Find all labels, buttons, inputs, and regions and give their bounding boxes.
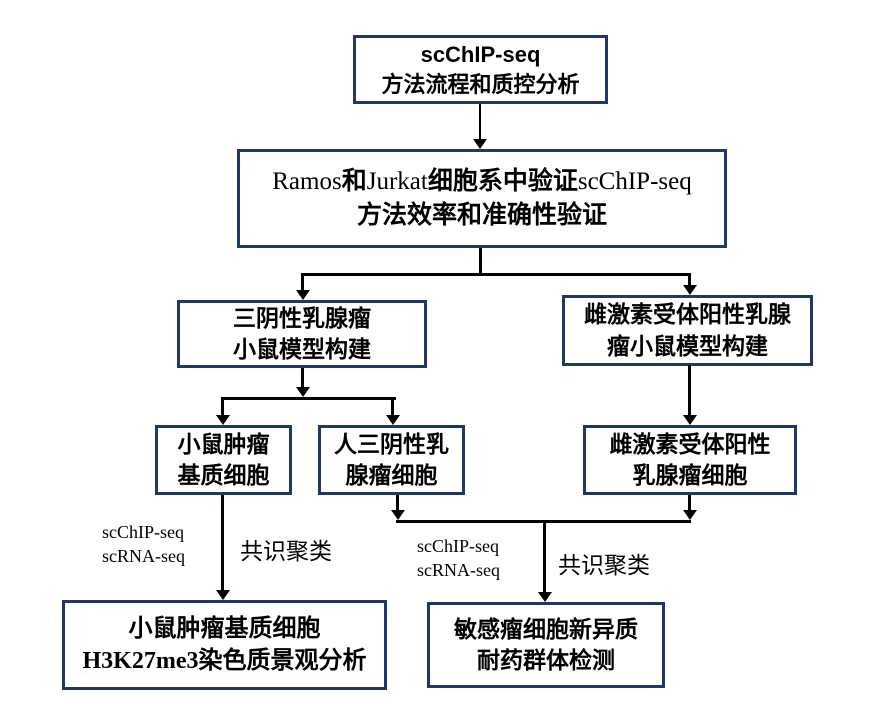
latin-segment: H3K27me3 xyxy=(82,648,199,674)
connector-to-tnbc-model-stem xyxy=(301,273,304,290)
edge-label-line2: scRNA-seq xyxy=(102,546,185,566)
arrow-down-icon xyxy=(683,415,697,425)
node-line2: 瘤小鼠模型构建 xyxy=(607,332,768,359)
node-line2: 腺瘤细胞 xyxy=(345,462,438,488)
connector-tnbc-split-stem xyxy=(301,368,304,388)
connector-stroma-to-landscape-stem xyxy=(221,495,224,590)
arrow-down-icon xyxy=(216,415,230,425)
node-human-tnbc-cells: 人三阴性乳 腺瘤细胞 xyxy=(318,425,465,495)
edge-label-right-seq: scChIP-seq scRNA-seq xyxy=(417,534,500,582)
edge-label-right-cluster: 共识聚类 xyxy=(558,553,650,578)
node-line1: 敏感瘤细胞新异质 xyxy=(454,615,638,642)
node-line2: 乳腺瘤细胞 xyxy=(632,462,748,488)
node-line1: 小鼠肿瘤 xyxy=(177,430,270,457)
arrow-down-icon xyxy=(683,285,697,295)
connector-to-stroma-stem xyxy=(221,397,224,415)
node-mouse-tumor-stroma: 小鼠肿瘤 基质细胞 xyxy=(155,425,292,495)
node-resistant-population-detection: 敏感瘤细胞新异质 耐药群体检测 xyxy=(427,602,665,688)
connector-merge-to-resistance-stem xyxy=(543,520,546,592)
edge-label-left-cluster: 共识聚类 xyxy=(240,539,332,564)
node-line1: 人三阴性乳 xyxy=(334,430,449,457)
arrow-down-icon xyxy=(386,415,400,425)
edge-label-line2: scRNA-seq xyxy=(417,560,500,580)
node-line1: 雌激素受体阳性乳腺 xyxy=(584,301,791,328)
node-line1: Ramos和Jurkat细胞系中验证scChIP-seq xyxy=(272,165,691,199)
edge-label-line1: scChIP-seq xyxy=(102,522,184,542)
arrow-down-icon xyxy=(391,510,405,520)
latin-segment: Ramos xyxy=(272,167,342,195)
node-cellline-validation: Ramos和Jurkat细胞系中验证scChIP-seq 方法效率和准确性验证 xyxy=(237,149,727,248)
arrow-down-icon xyxy=(538,592,552,602)
node-line1: scChIP-seq xyxy=(420,41,541,67)
cjk-segment: 细胞系中验证 xyxy=(427,166,578,195)
arrow-down-icon xyxy=(296,387,310,397)
node-er-tumor-cells: 雌激素受体阳性 乳腺瘤细胞 xyxy=(583,425,797,495)
connector-er-model-to-cells-stem xyxy=(688,365,691,415)
node-line2: 基质细胞 xyxy=(177,462,270,488)
node-er-mouse-model: 雌激素受体阳性乳腺 瘤小鼠模型构建 xyxy=(562,295,813,366)
node-h3k27me3-landscape-analysis: 小鼠肿瘤基质细胞 H3K27me3染色质景观分析 xyxy=(62,600,387,690)
node-line1: 小鼠肿瘤基质细胞 xyxy=(128,614,321,642)
connector-to-er-model-stem xyxy=(688,273,691,285)
connector-human-tnbc-merge-stem xyxy=(396,495,399,510)
connector-validate-split-stem xyxy=(479,248,482,275)
node-scchipseq-pipeline-qc: scChIP-seq 方法流程和质控分析 xyxy=(353,35,608,104)
connector-tnbc-split-bar xyxy=(221,397,396,400)
arrow-down-icon xyxy=(683,510,697,520)
cjk-segment: 染色质景观分析 xyxy=(198,647,367,674)
edge-label-line1: scChIP-seq xyxy=(417,536,499,556)
arrow-down-icon xyxy=(296,290,310,300)
connector-er-cells-merge-stem xyxy=(688,495,691,510)
latin-segment: Jurkat xyxy=(366,167,428,195)
cjk-segment: 和 xyxy=(341,166,367,195)
node-line2: 方法流程和质控分析 xyxy=(381,71,580,97)
connector-to-human-tnbc-stem xyxy=(391,397,394,415)
edge-label-left-seq: scChIP-seq scRNA-seq xyxy=(102,520,185,568)
connector-validate-split-bar xyxy=(301,273,691,276)
node-tnbc-mouse-model: 三阴性乳腺瘤 小鼠模型构建 xyxy=(177,300,427,368)
arrow-down-icon xyxy=(216,590,230,600)
arrow-down-icon xyxy=(473,139,487,149)
node-line2: 方法效率和准确性验证 xyxy=(356,200,607,229)
node-line2: 耐药群体检测 xyxy=(477,647,615,673)
node-line1: 雌激素受体阳性 xyxy=(609,430,771,457)
node-line1: 三阴性乳腺瘤 xyxy=(233,304,371,331)
node-line2: H3K27me3染色质景观分析 xyxy=(83,645,367,677)
node-line2: 小鼠模型构建 xyxy=(233,336,371,362)
latin-segment: scChIP-seq xyxy=(577,167,692,195)
connector-top-to-validate-stem xyxy=(479,104,481,140)
